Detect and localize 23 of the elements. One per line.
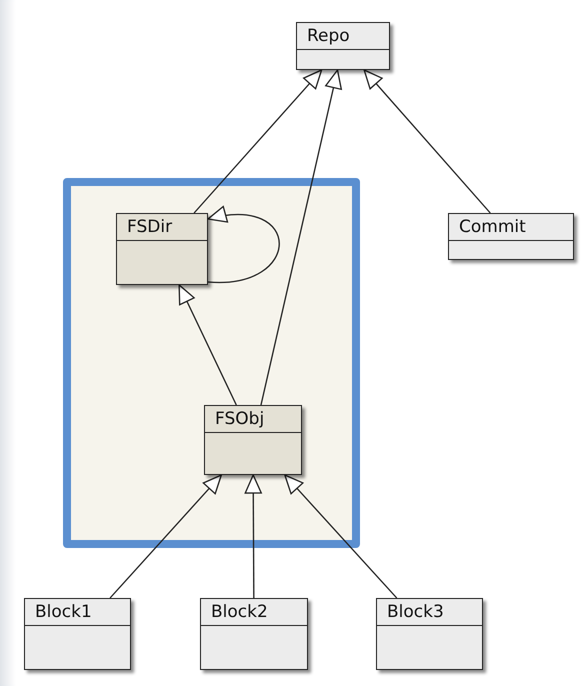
inheritance-arrow: [207, 207, 280, 283]
class-box: [204, 405, 302, 475]
inheritance-arrow: [284, 474, 398, 598]
class-name: Commit: [459, 217, 526, 237]
inheritance-arrow: [260, 69, 342, 406]
class-box: [448, 213, 574, 260]
class-box: [24, 598, 131, 670]
class-name: Repo: [307, 26, 350, 46]
class-box: [200, 598, 308, 670]
class-box: [376, 598, 483, 670]
inheritance-arrow: [178, 284, 237, 406]
highlight-frame: [63, 178, 360, 548]
class-name: FSDir: [127, 217, 172, 237]
class-name: FSObj: [215, 409, 264, 429]
class-name: Block2: [211, 602, 268, 622]
class-name: Block3: [387, 602, 444, 622]
inheritance-arrow: [244, 474, 262, 598]
class-box: [116, 213, 208, 285]
inheritance-arrow: [110, 474, 222, 598]
inheritance-arrow: [194, 69, 322, 214]
inheritance-arrow: [364, 69, 491, 214]
class-name: Block1: [35, 602, 92, 622]
class-box: [296, 22, 390, 70]
